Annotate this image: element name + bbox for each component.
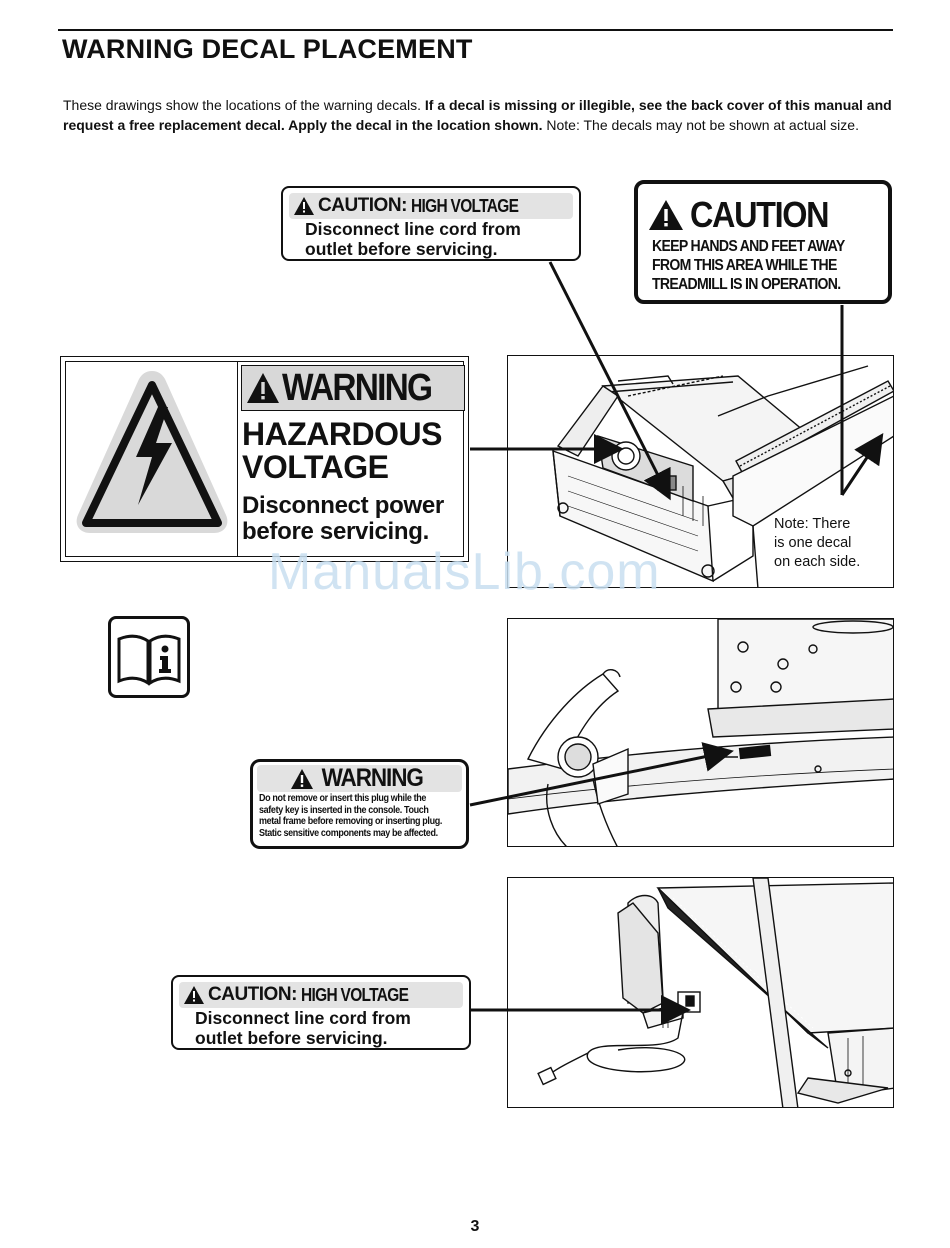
caution-high-voltage-decal-bottom: CAUTION: HIGH VOLTAGE Disconnect line co… — [171, 975, 471, 1050]
warning-body: Do not remove or insert this plug while … — [259, 793, 442, 839]
intro-lead: These drawings show the locations of the… — [63, 97, 425, 113]
hazard-line-4: before servicing. — [242, 518, 429, 545]
caution-body: Disconnect line cord from outlet before … — [305, 219, 521, 259]
intro-bold: If a decal is missing or illegible, see … — [63, 97, 892, 133]
page-title: WARNING DECAL PLACEMENT — [62, 34, 473, 64]
page-number: 3 — [470, 1218, 480, 1235]
warning-line-4: Static sensitive components may be affec… — [259, 827, 438, 839]
caution-colon: : — [401, 195, 408, 216]
read-manual-icon — [108, 616, 190, 698]
caution-header: CAUTION — [648, 192, 876, 237]
decal-side-note: Note: There is one decal on each side. — [774, 515, 860, 572]
hazardous-voltage-decal: WARNING HAZARDOUS VOLTAGE Disconnect pow… — [60, 356, 469, 562]
warning-line-1: Do not remove or insert this plug while … — [259, 793, 427, 804]
note-line-1: Note: There — [774, 516, 851, 532]
caution-word: CAUTION — [690, 193, 829, 235]
hazard-instruction: Disconnect power before servicing. — [242, 493, 444, 545]
caution-hands-feet-decal: CAUTION KEEP HANDS AND FEET AWAY FROM TH… — [634, 180, 892, 304]
warning-line-2: safety key is inserted in the console. T… — [259, 804, 429, 816]
warning-triangle-icon — [649, 199, 683, 230]
warning-line-3: metal frame before removing or inserting… — [259, 816, 442, 827]
caution-line-2: outlet before servicing. — [305, 239, 498, 259]
caution-line-1: Disconnect line cord from — [305, 219, 521, 239]
warning-triangle-icon — [184, 986, 204, 1004]
hazard-line-3: Disconnect power — [242, 492, 444, 519]
lightning-bolt-icon — [136, 407, 172, 505]
hazard-line-1: HAZARDOUS — [242, 416, 442, 452]
warning-word: WARNING — [282, 366, 433, 409]
intro-tail: Note: The decals may not be shown at act… — [542, 117, 859, 133]
intro-paragraph: These drawings show the locations of the… — [63, 95, 893, 135]
line-cord-drawing — [507, 877, 894, 1108]
caution-word: CAUTION — [318, 195, 402, 216]
watermark: ManualsLib.com — [268, 543, 661, 601]
caution-word: CAUTION — [208, 984, 292, 1005]
caution-body: Disconnect line cord from outlet before … — [195, 1008, 411, 1048]
warning-header: WARNING — [257, 764, 462, 792]
warning-word: WARNING — [321, 764, 424, 792]
note-line-2: is one decal — [774, 535, 852, 551]
warning-triangle-icon — [291, 768, 314, 789]
warning-header: WARNING — [241, 365, 465, 411]
warning-triangle-icon — [294, 197, 314, 215]
caution-line-2: FROM THIS AREA WHILE THE — [652, 257, 837, 274]
caution-line-3: TREADMILL IS IN OPERATION. — [652, 276, 841, 293]
electrical-hazard-icon — [76, 371, 228, 533]
decal-inner-frame: WARNING HAZARDOUS VOLTAGE Disconnect pow… — [65, 361, 465, 557]
hazard-line-2: VOLTAGE — [242, 449, 389, 485]
console-plug-drawing — [507, 618, 894, 847]
caution-body: KEEP HANDS AND FEET AWAY FROM THIS AREA … — [652, 237, 845, 294]
book-info-icon — [117, 634, 181, 686]
caution-header: CAUTION: HIGH VOLTAGE — [289, 193, 573, 219]
caution-line-1: Disconnect line cord from — [195, 1008, 411, 1028]
caution-line-1: KEEP HANDS AND FEET AWAY — [652, 238, 845, 255]
treadmill-base-illustration — [537, 878, 893, 1107]
caution-high-voltage-decal-top: CAUTION: HIGH VOLTAGE Disconnect line co… — [281, 186, 581, 261]
decal-divider — [237, 362, 238, 556]
caution-line-2: outlet before servicing. — [195, 1028, 388, 1048]
high-voltage-label: HIGH VOLTAGE — [411, 195, 519, 216]
treadmill-console-illustration — [508, 619, 893, 846]
hazard-heading: HAZARDOUS VOLTAGE — [242, 418, 442, 484]
title-rule — [58, 29, 893, 31]
caution-header: CAUTION: HIGH VOLTAGE — [179, 982, 463, 1008]
warning-triangle-icon — [247, 373, 279, 403]
caution-colon: : — [291, 984, 298, 1005]
high-voltage-label: HIGH VOLTAGE — [301, 984, 409, 1005]
warning-plug-decal: WARNING Do not remove or insert this plu… — [250, 759, 469, 849]
note-line-3: on each side. — [774, 554, 861, 570]
